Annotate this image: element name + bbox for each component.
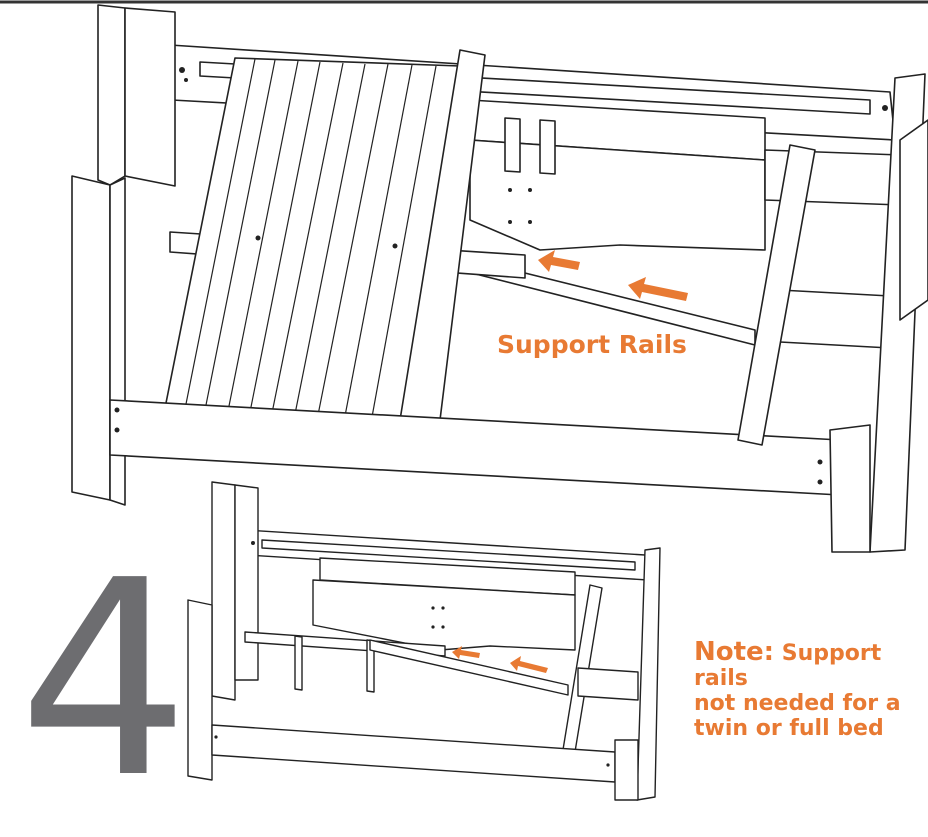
inset-left-post	[211, 481, 236, 701]
inset-left-panel	[187, 599, 213, 781]
right-footboard-edge	[899, 119, 928, 321]
arrow-icon	[510, 656, 548, 673]
inset-hardware-holes	[214, 541, 610, 767]
left-headboard-post	[97, 4, 126, 186]
inset-bed-frame-illustration	[187, 481, 661, 801]
inset-right-panel	[614, 739, 639, 801]
note-text-line2: not needed for a	[694, 691, 901, 716]
main-bed-frame-illustration	[71, 4, 928, 553]
slat-lines	[184, 58, 437, 418]
inset-center-side	[312, 579, 576, 651]
left-footboard-panel	[71, 175, 111, 501]
front-rail	[109, 399, 841, 496]
hardware-holes	[114, 67, 888, 485]
inset-back-rail-slot	[261, 539, 636, 571]
inset-front-rail	[211, 724, 616, 783]
center-support-leg-2	[539, 119, 556, 175]
lower-side-rail-right	[779, 289, 891, 349]
arrow-icon	[538, 250, 580, 272]
right-footboard-panel	[829, 424, 871, 553]
inset-leg-1	[294, 635, 303, 691]
inset-right-lower-rail	[577, 667, 639, 701]
assembly-diagram	[0, 0, 928, 801]
center-support-leg-1	[504, 117, 521, 173]
inset-diagonal-rail	[369, 639, 569, 696]
inset-left-block	[234, 484, 259, 681]
left-post-block	[124, 7, 176, 187]
right-standing-slat	[737, 144, 816, 446]
support-rails-label: Support Rails	[497, 330, 687, 359]
inset-right-post	[636, 547, 661, 801]
note-label: Note:	[694, 637, 775, 667]
note-text-line1: Support rails	[694, 641, 882, 691]
note-callout: Note: Support rails not needed for a twi…	[694, 637, 928, 741]
note-text-line3: twin or full bed	[694, 716, 884, 741]
arrow-icon	[452, 646, 480, 659]
step-number: 4	[18, 522, 190, 837]
arrow-icon	[628, 277, 688, 301]
